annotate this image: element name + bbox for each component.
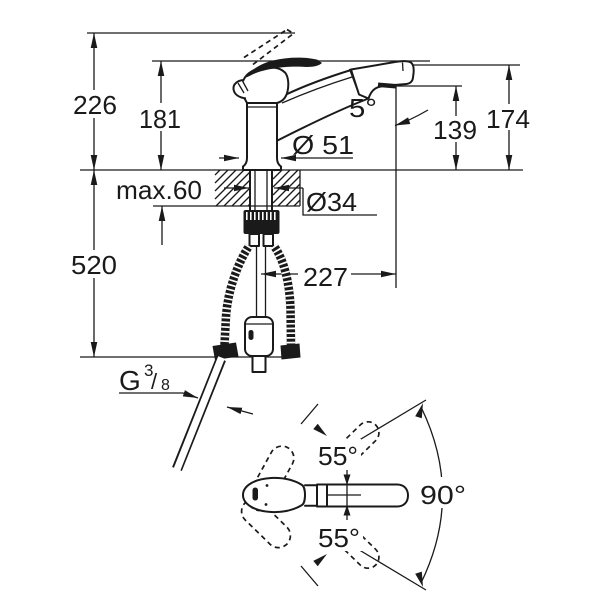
dim-label-hole-diameter: Ø34 [306, 187, 357, 217]
spout-underside [276, 97, 370, 142]
dim-label-below-deck: 520 [71, 250, 117, 280]
faucet-column [242, 102, 282, 171]
dim-label-overall-height: 226 [73, 90, 117, 120]
fixture-plan [242, 476, 409, 514]
thread-label-num: 3 [144, 361, 153, 380]
angle-label-90: 90° [420, 480, 466, 510]
handle-pivot [232, 79, 247, 100]
faucet-front [232, 28, 415, 171]
dim-label-height-to-top: 181 [139, 104, 181, 134]
reference-lines [80, 32, 523, 358]
spray-grip [377, 82, 397, 89]
spout-outline [284, 69, 352, 96]
dim-label-outlet-height: 139 [433, 115, 477, 145]
thread-label-g: G [119, 365, 141, 396]
hose-fitting-left [212, 342, 239, 360]
dim-label-spout-top-height: 174 [486, 104, 530, 134]
labels: 226 181 max.60 520 Ø 51 Ø34 227 5° 139 1… [67, 90, 533, 553]
handle-dome [240, 66, 290, 104]
front-view [80, 28, 523, 474]
dim-label-spout-reach: 227 [303, 262, 348, 292]
dim-label-base-diameter: Ø 51 [292, 130, 354, 160]
dim-label-max-deck: max.60 [116, 175, 202, 205]
thread-label-den: 8 [161, 377, 170, 394]
below-deck-assembly [172, 169, 301, 474]
top-view [240, 399, 444, 591]
spout-plan [316, 483, 409, 508]
handle-knob-plan [242, 476, 306, 514]
angle-label-lower-55: 55° [318, 523, 360, 553]
thread-label-slash: / [151, 369, 158, 394]
handle-lever [245, 57, 322, 78]
spray-head [350, 60, 415, 100]
angle-label-upper-55: 55° [318, 441, 358, 471]
hose-fitting-right [280, 343, 301, 360]
dim-label-spray-angle: 5° [349, 93, 377, 123]
lever-raised-dashed [243, 28, 295, 66]
